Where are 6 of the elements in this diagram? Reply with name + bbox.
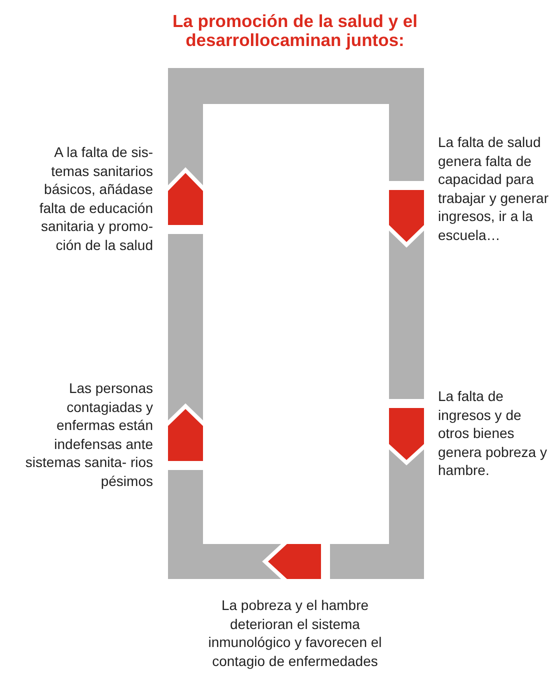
cycle-step-text: La pobreza y el hambre deterioran el sistema inmunológico y favorecen el contagio de enfermedades xyxy=(200,596,390,670)
title: La promoción de la salud y el desarrollocaminan juntos: xyxy=(171,12,419,50)
cycle-step-text: Las personas contagiadas y enfermas están indefensas ante sistemas sanita- rios pésimos xyxy=(14,379,153,490)
cycle-step-text: La falta de ingresos y de otros bienes genera pobreza y hambre. xyxy=(438,387,556,480)
cycle-step-text: A la falta de sis- temas sanitarios básicos, añádase falta de educación sanitaria y promo- ción de la salud xyxy=(14,143,153,254)
cycle-step-text: La falta de salud genera falta de capacidad para trabajar y generar ingresos, ir a la escuela… xyxy=(438,133,556,244)
